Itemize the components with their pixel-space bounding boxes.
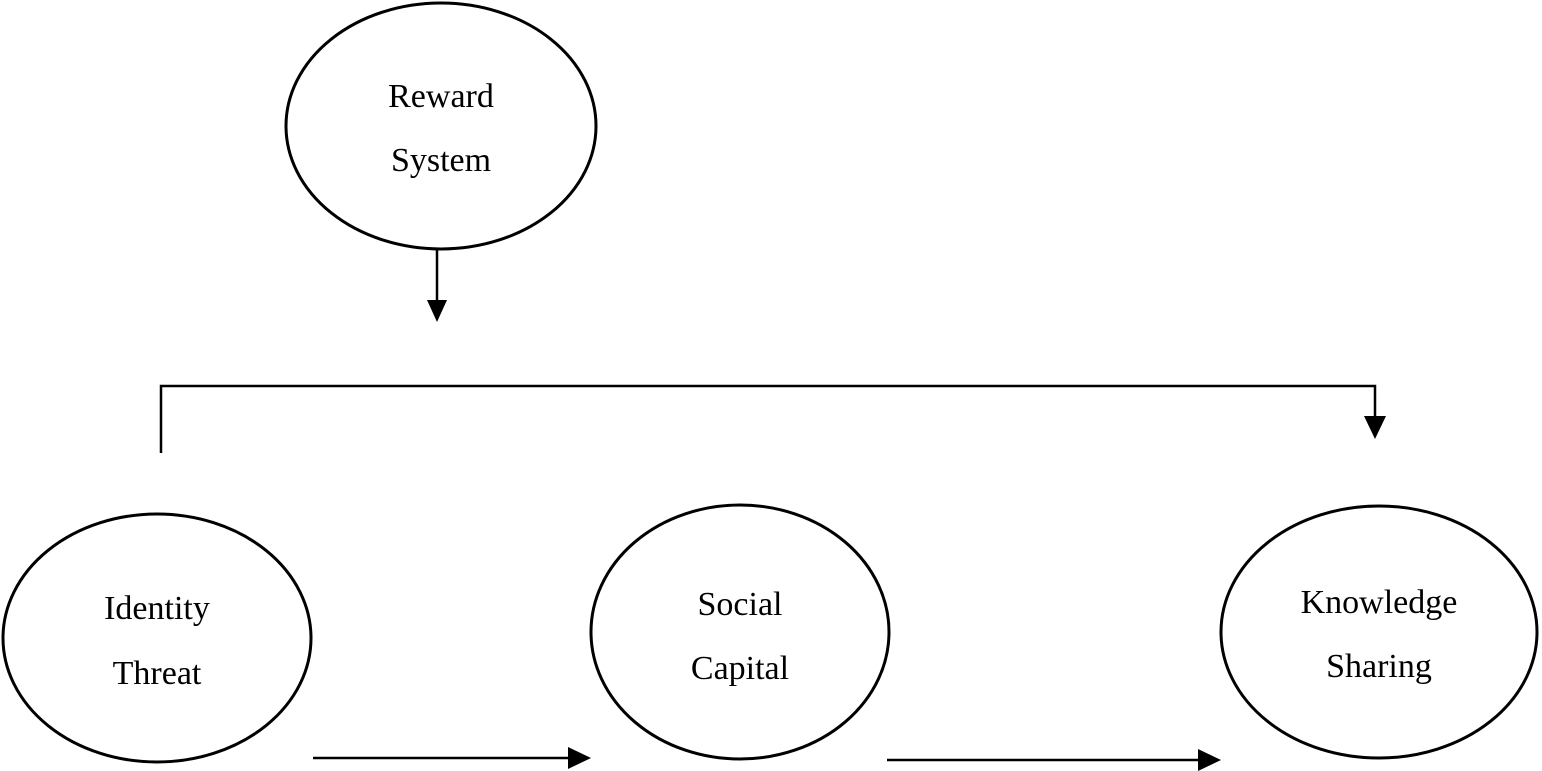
edge-identity-threat-arrowhead: [568, 747, 591, 769]
edge-social-capital-arrowhead: [1198, 749, 1221, 771]
edge-reward-system-to-link: [427, 249, 447, 322]
node-identity-threat-label-line2: Threat: [113, 655, 202, 692]
node-social-capital: Social Capital: [589, 503, 891, 761]
node-reward-system-ellipse: [284, 1, 598, 251]
node-identity-threat: Identity Threat: [1, 512, 313, 764]
edge-identity-threat-to-social-capital: [313, 747, 591, 769]
node-social-capital-label-line1: Social: [698, 586, 783, 623]
node-social-capital-ellipse: [589, 503, 891, 761]
edge-reward-system-arrowhead: [427, 300, 447, 322]
node-reward-system-label-line2: System: [391, 142, 491, 179]
node-social-capital-label-line2: Capital: [691, 650, 789, 687]
edge-identity-threat-to-knowledge-sharing: [159, 384, 1386, 453]
node-knowledge-sharing-label-line1: Knowledge: [1301, 584, 1458, 621]
node-knowledge-sharing: Knowledge Sharing: [1219, 504, 1539, 760]
node-reward-system: Reward System: [284, 1, 598, 251]
edge-social-capital-to-knowledge-sharing: [887, 749, 1221, 771]
node-reward-system-label-line1: Reward: [388, 78, 494, 115]
node-knowledge-sharing-label-line2: Sharing: [1326, 648, 1432, 685]
node-identity-threat-ellipse: [1, 512, 313, 764]
edge-bracket-path: [159, 384, 1377, 453]
node-knowledge-sharing-ellipse: [1219, 504, 1539, 760]
edge-bracket-arrowhead: [1364, 416, 1386, 439]
node-identity-threat-label-line1: Identity: [104, 590, 210, 627]
